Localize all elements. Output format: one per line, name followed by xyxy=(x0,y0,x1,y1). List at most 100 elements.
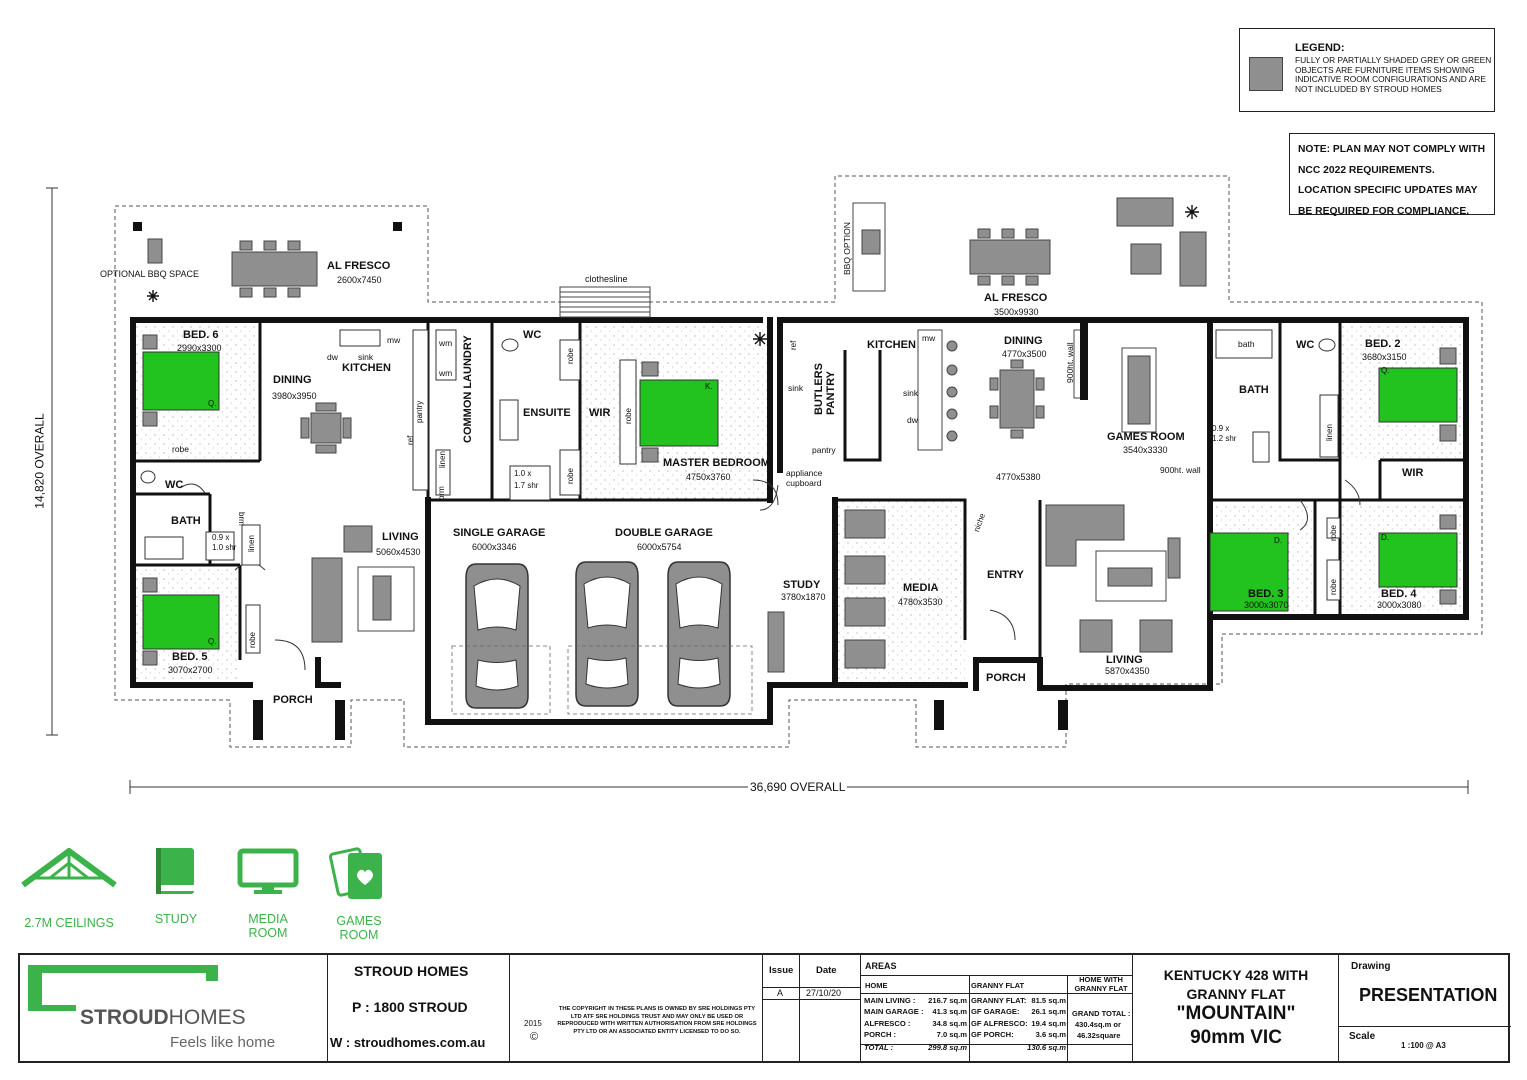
area-row-label: GF GARAGE: xyxy=(971,1007,1020,1017)
fixture-label: pantry xyxy=(812,445,836,455)
area-row-value: 299.8 sq.m xyxy=(928,1043,967,1053)
area-row-label: MAIN LIVING : xyxy=(864,996,916,1005)
room-name: BED. 4 xyxy=(1381,588,1417,600)
issue-cell: Issue Date A 27/10/20 xyxy=(762,955,861,1061)
overall-width-label: 36,690 OVERALL xyxy=(748,780,848,794)
fixture-label: 0.9 x 1.2 shr xyxy=(1212,424,1237,443)
fixture-label: robe xyxy=(1329,578,1338,595)
drawing-value: PRESENTATION xyxy=(1359,985,1498,1005)
issue-header: Issue xyxy=(769,965,794,976)
room-name: WIR xyxy=(1402,467,1424,479)
room-size: 5870x4350 xyxy=(1105,666,1150,676)
areas-granny-header: GRANNY FLAT xyxy=(971,981,1025,990)
room-size: 5060x4530 xyxy=(376,547,421,557)
area-row-value: 216.7 sq.m xyxy=(928,996,967,1005)
area-row: GF ALFRESCO:19.4 sq.m xyxy=(971,1018,1066,1029)
areas-combined-header: HOME WITH GRANNY FLAT xyxy=(1074,975,1128,993)
wall-note: 900ht. wall xyxy=(1160,465,1201,475)
room-name: DOUBLE GARAGE xyxy=(615,527,713,539)
copyright-text: THE COPYRIGHT IN THESE PLANS IS OWNED BY… xyxy=(557,1006,757,1035)
room-name: MASTER BEDROOM xyxy=(663,457,770,469)
area-row: TOTAL : 299.8 sq.m xyxy=(864,1042,967,1053)
room-size: 3000x3070 xyxy=(1244,600,1289,610)
room-name: WIR xyxy=(589,407,611,419)
areas-home-header: HOME xyxy=(865,981,888,990)
company-name: STROUD HOMES xyxy=(354,963,469,979)
room-size: 2990x3300 xyxy=(177,343,222,353)
room-size: 2600x7450 xyxy=(337,275,382,285)
area-row: MAIN LIVING : 216.7 sq.m xyxy=(864,995,967,1006)
logo-cell: STROUDHOMES Feels like home xyxy=(20,955,327,1061)
scale-value: 1 :100 @ A3 xyxy=(1401,1041,1446,1050)
drawing-cell: Drawing PRESENTATION Scale 1 :100 @ A3 xyxy=(1338,955,1511,1061)
company-phone: P : 1800 STROUD xyxy=(352,999,468,1015)
bed-size-mark: D. xyxy=(1274,536,1282,545)
legend-title: LEGEND: xyxy=(1295,42,1345,54)
area-row: GF PORCH: 3.6 sq.m xyxy=(971,1029,1066,1040)
area-row-value: 41.3 sq.m xyxy=(932,1007,967,1017)
area-row: 130.6 sq.m xyxy=(971,1042,1066,1053)
company-cell: STROUD HOMES P : 1800 STROUD W : stroudh… xyxy=(327,955,510,1061)
area-row-label: TOTAL : xyxy=(864,1043,894,1053)
room-name: BED. 2 xyxy=(1365,338,1401,350)
bed-size-mark: Q. xyxy=(1381,366,1390,375)
room-name: LIVING xyxy=(1106,654,1143,666)
room-name: LIVING xyxy=(382,531,419,543)
stroud-logo-icon xyxy=(28,965,218,1011)
fixture-label: ref xyxy=(789,340,798,350)
room-size: 3000x3080 xyxy=(1377,600,1422,610)
fixture-label: 0.9 x 1.0 shr xyxy=(212,533,237,552)
fixture-label: bath xyxy=(1238,339,1255,349)
room-size: 4770x3500 xyxy=(1002,349,1047,359)
fixture-label: robe xyxy=(566,467,575,484)
feature-study: STUDY xyxy=(146,845,206,926)
book-icon xyxy=(156,848,194,894)
fixture-label: wm xyxy=(439,368,453,378)
date-value: 27/10/20 xyxy=(806,988,842,998)
room-size: 3540x3330 xyxy=(1123,445,1168,455)
room-size: 3980x3950 xyxy=(272,391,317,401)
room-name: GAMES ROOM xyxy=(1107,431,1185,443)
area-row-value: 34.8 sq.m xyxy=(932,1018,967,1028)
fixture-label: ref xyxy=(406,435,415,445)
fixture-label: dw xyxy=(907,415,918,425)
fixture-label: robe xyxy=(172,444,190,454)
area-row-value: 26.1 sq.m xyxy=(1031,1007,1066,1017)
bed-size-mark: Q. xyxy=(208,637,217,646)
room-name: BED. 6 xyxy=(183,329,219,341)
fixture-label: linen xyxy=(247,535,256,552)
feature-label: MEDIA ROOM xyxy=(248,912,288,940)
area-row-value: 130.6 sq.m xyxy=(1027,1043,1066,1053)
room-name: ENSUITE xyxy=(523,407,571,419)
area-row-label: PORCH : xyxy=(864,1029,897,1039)
title-block: STROUDHOMES Feels like home STROUD HOMES… xyxy=(18,953,1511,1063)
fixture-label: sink xyxy=(903,388,919,398)
room-name: DINING xyxy=(1004,335,1043,347)
room-name: BUTLERS PANTRY xyxy=(813,363,837,415)
feature-ceilings: 2.7M CEILINGS xyxy=(20,845,118,930)
appliance-cupboard-label: appliance cupboard xyxy=(786,468,823,488)
grand-total-squares: 46.32square xyxy=(1077,1031,1121,1040)
room-name: COMMON LAUNDRY xyxy=(462,335,474,443)
area-row: ALFRESCO : 34.8 sq.m xyxy=(864,1018,967,1029)
feature-label: GAMES ROOM xyxy=(336,914,382,942)
area-row-value: 7.0 sq.m xyxy=(936,1029,967,1039)
brand-name-suffix: HOMES xyxy=(168,1006,246,1029)
fixture-label: 1.0 x 1.7 shr xyxy=(514,469,539,490)
room-name: STUDY xyxy=(783,579,821,591)
area-row-value: 3.6 sq.m xyxy=(1035,1029,1066,1039)
area-row-value: 19.4 sq.m xyxy=(1031,1018,1066,1028)
area-row-label: ALFRESCO : xyxy=(864,1018,911,1028)
area-row: MAIN GARAGE :41.3 sq.m xyxy=(864,1006,967,1017)
room-name: BATH xyxy=(1239,384,1269,396)
copyright-cell: 2015 © THE COPYRIGHT IN THESE PLANS IS O… xyxy=(509,955,763,1061)
hall-size: 4770x5380 xyxy=(996,472,1041,482)
scale-label: Scale xyxy=(1349,1031,1376,1042)
room-size: 3680x3150 xyxy=(1362,352,1407,362)
bed-size-mark: K. xyxy=(705,382,713,391)
room-size: 6000x3346 xyxy=(472,542,517,552)
area-row: GF GARAGE: 26.1 sq.m xyxy=(971,1006,1066,1017)
area-row-label: GF PORCH: xyxy=(971,1029,1014,1039)
fixture-label: robe xyxy=(1329,524,1338,541)
